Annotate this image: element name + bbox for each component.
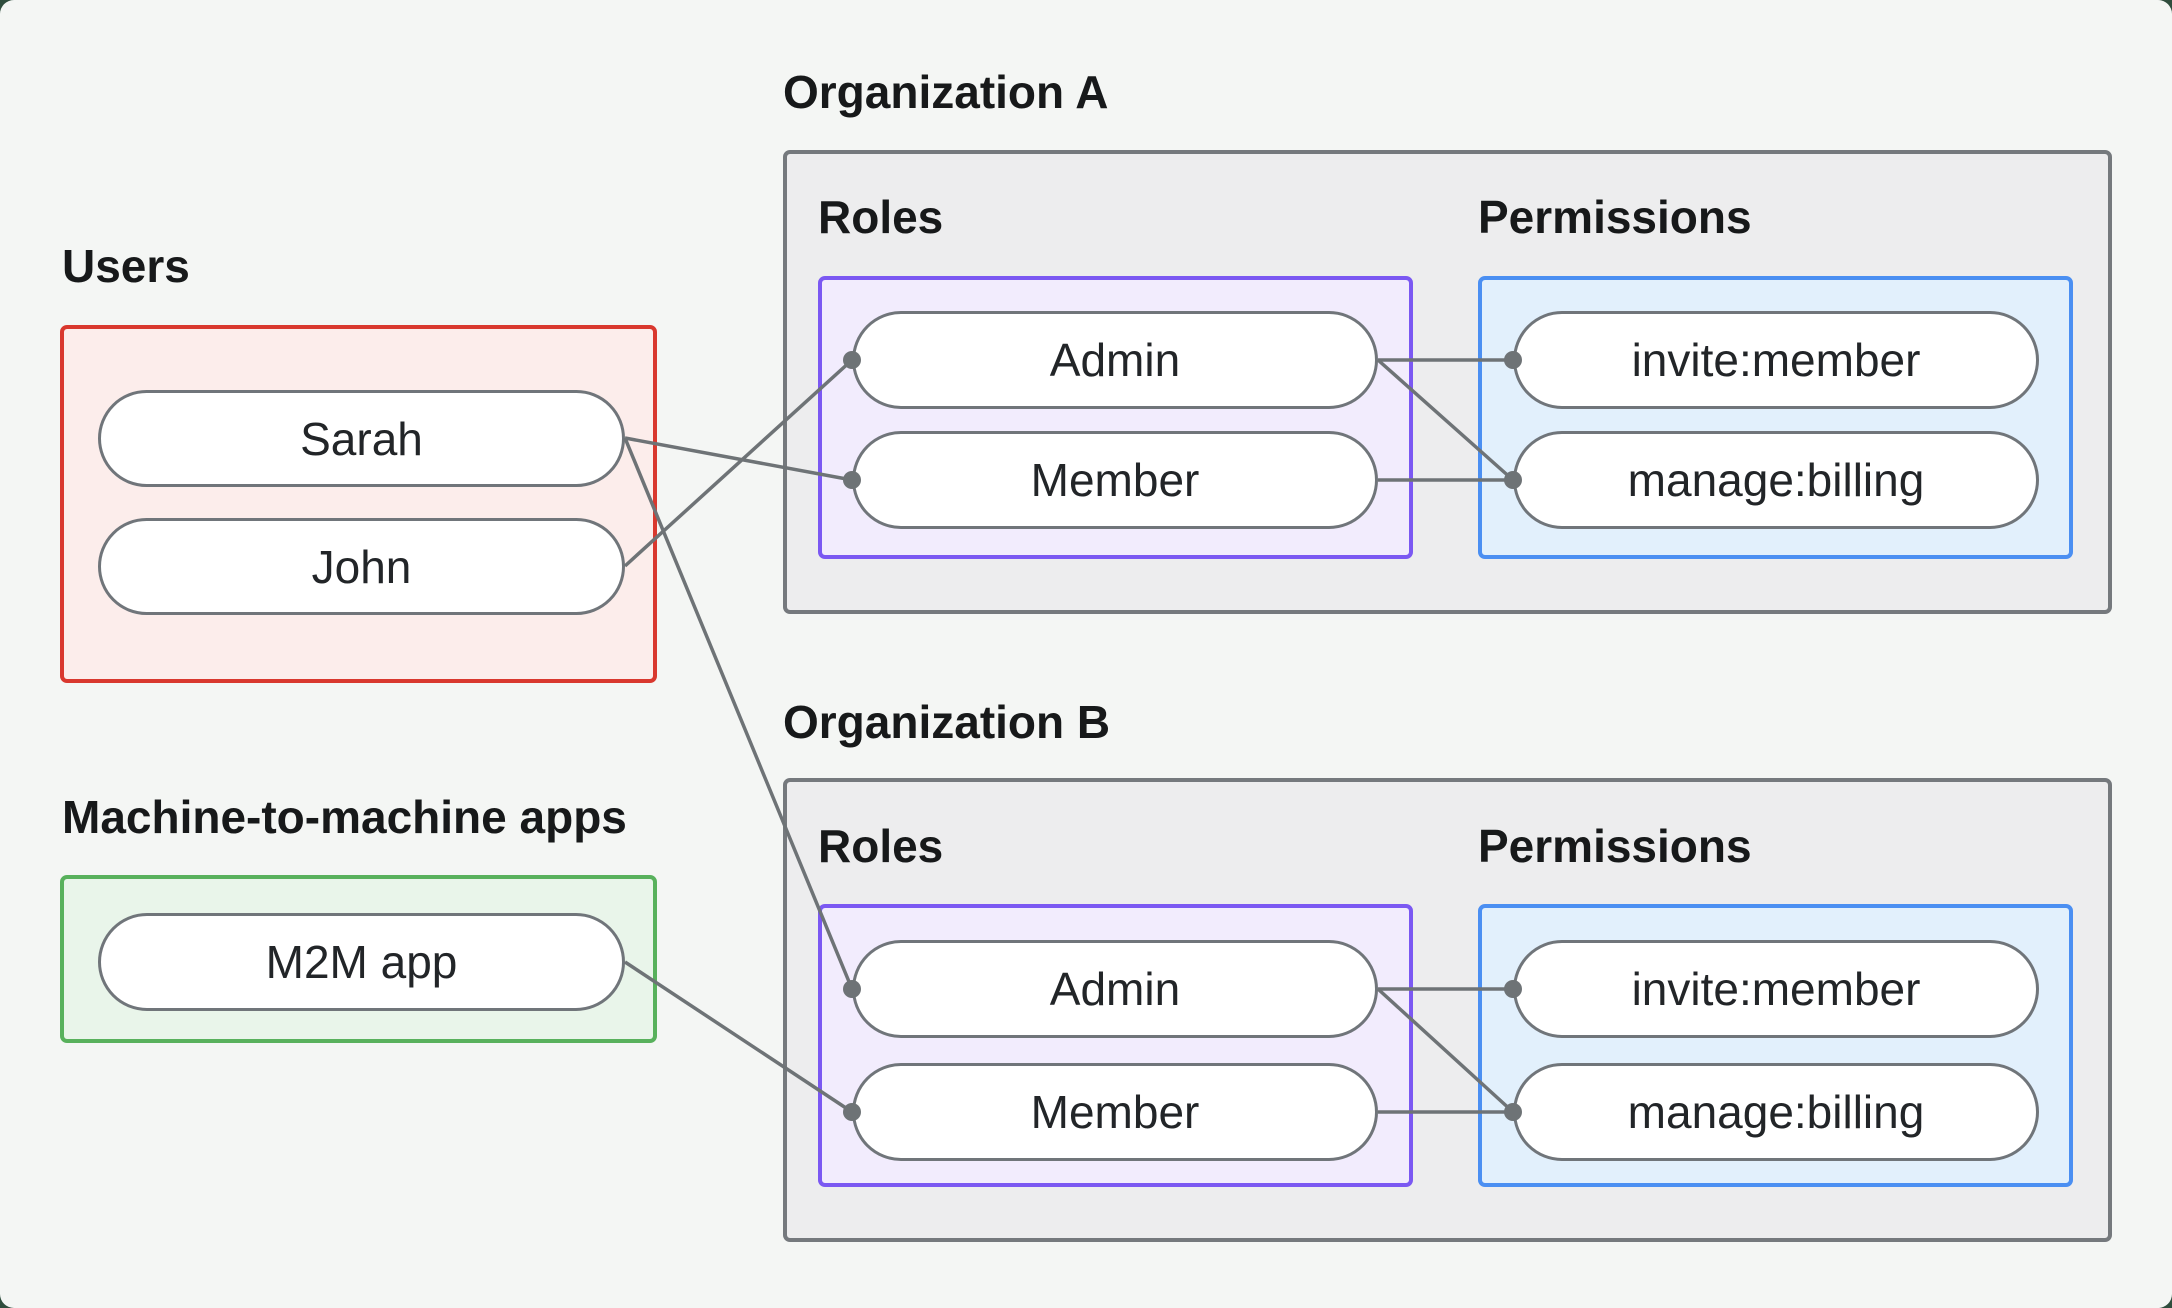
- org-b-label: Organization B: [783, 696, 1111, 748]
- org-a-roles-label: Roles: [818, 191, 944, 243]
- org-a-permissions-label: Permissions: [1478, 191, 1752, 243]
- org-b-permission-manage-billing: manage:billing: [1513, 1063, 2039, 1161]
- user-node-john: John: [98, 518, 625, 615]
- org-b-permissions-label: Permissions: [1478, 820, 1752, 872]
- org-b-role-member: Member: [852, 1063, 1378, 1161]
- org-a-permission-manage-billing: manage:billing: [1513, 431, 2039, 529]
- org-a-permission-invite-member: invite:member: [1513, 311, 2039, 409]
- m2m-section-label: Machine-to-machine apps: [62, 791, 627, 843]
- org-a-label: Organization A: [783, 66, 1109, 118]
- org-b-permission-invite-member: invite:member: [1513, 940, 2039, 1038]
- org-b-role-admin: Admin: [852, 940, 1378, 1038]
- org-a-role-admin: Admin: [852, 311, 1378, 409]
- users-group-box: [60, 325, 657, 683]
- org-a-role-member: Member: [852, 431, 1378, 529]
- user-node-sarah: Sarah: [98, 390, 625, 487]
- org-b-roles-label: Roles: [818, 820, 944, 872]
- users-section-label: Users: [62, 240, 190, 292]
- m2m-node-app: M2M app: [98, 913, 625, 1011]
